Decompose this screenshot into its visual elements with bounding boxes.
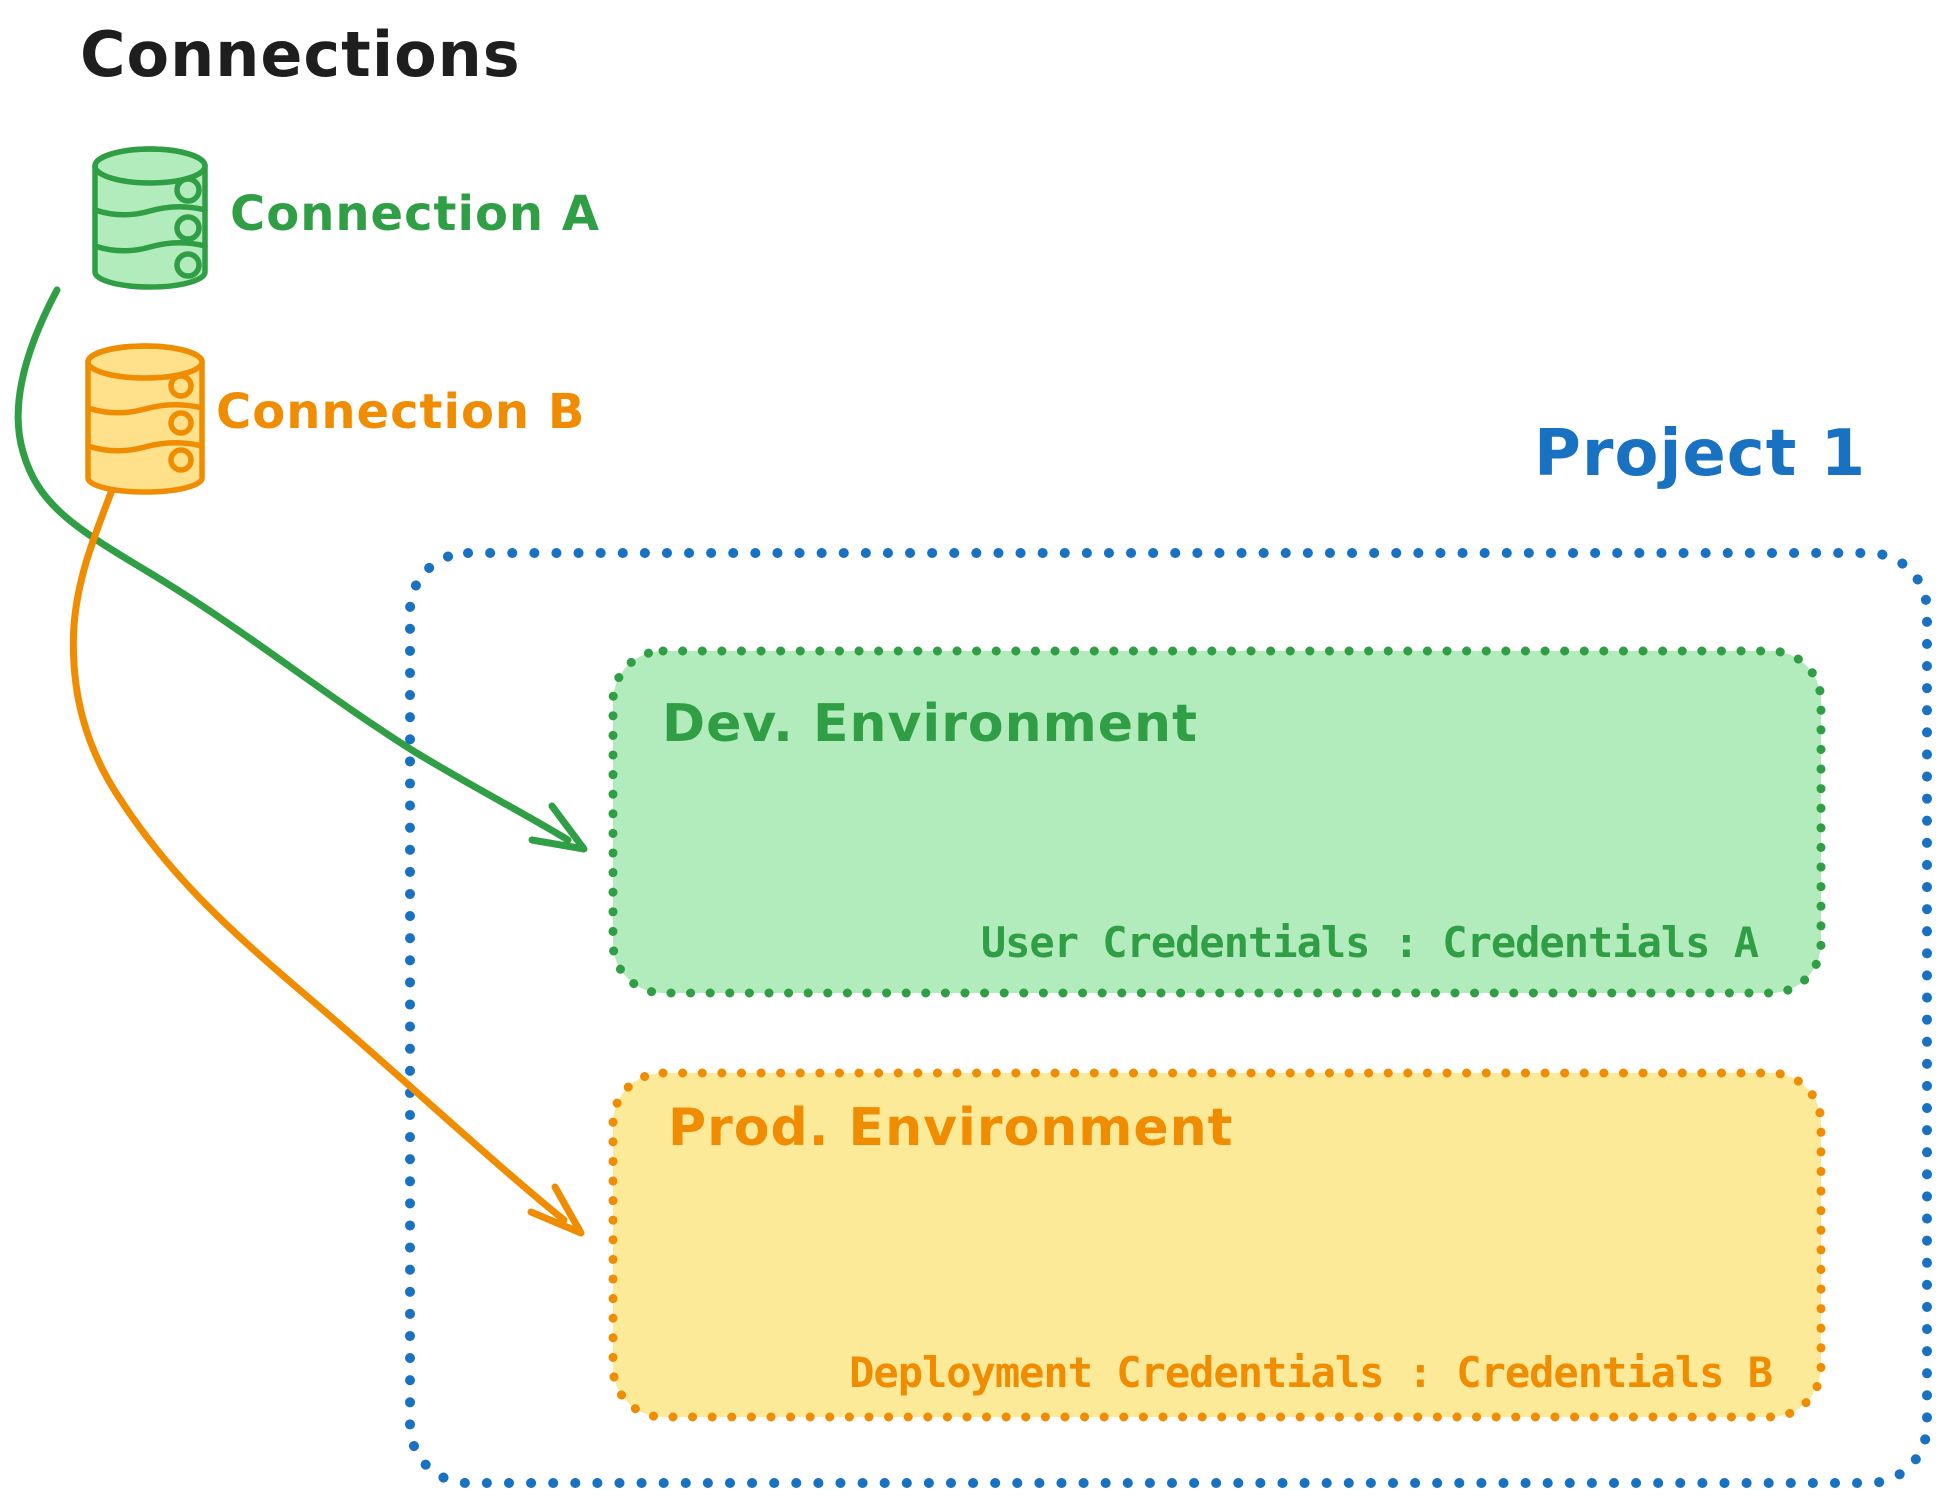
database-dot: [168, 373, 194, 399]
connection-a-arrow: [14, 286, 588, 853]
database-divider: [85, 402, 205, 416]
database-divider: [92, 240, 208, 254]
dev-environment-box: [608, 646, 1826, 998]
database-dot: [174, 214, 202, 242]
project-box: [405, 548, 1932, 1488]
connection-a-arrowhead: [528, 802, 588, 853]
database-dot: [174, 251, 202, 279]
connection-b-label: Connection B: [216, 384, 586, 440]
connection-b-arrowhead: [527, 1183, 585, 1237]
connection-b-arrow: [69, 486, 585, 1237]
prod-environment-credentials: Deployment Credentials : Credentials B: [849, 1348, 1773, 1397]
database-icon-connection-b: [85, 343, 205, 495]
database-dot: [168, 447, 194, 473]
database-icon-connection-a: [92, 146, 208, 290]
prod-environment-title: Prod. Environment: [668, 1098, 1234, 1158]
connection-b-arrow-shaft: [69, 486, 568, 1224]
database-dot: [174, 176, 202, 204]
database-dot: [168, 410, 194, 436]
connection-a-arrow-shaft: [14, 286, 572, 844]
dev-environment-credentials: User Credentials : Credentials A: [980, 918, 1759, 967]
database-divider: [92, 204, 208, 218]
database-top: [85, 343, 205, 381]
dev-environment-title: Dev. Environment: [662, 694, 1198, 754]
prod-environment-box: [608, 1068, 1826, 1422]
database-top: [92, 146, 208, 186]
diagram-title: Connections: [80, 18, 521, 91]
connection-a-label: Connection A: [230, 186, 600, 242]
project-title: Project 1: [1534, 417, 1867, 491]
database-divider: [85, 440, 205, 454]
